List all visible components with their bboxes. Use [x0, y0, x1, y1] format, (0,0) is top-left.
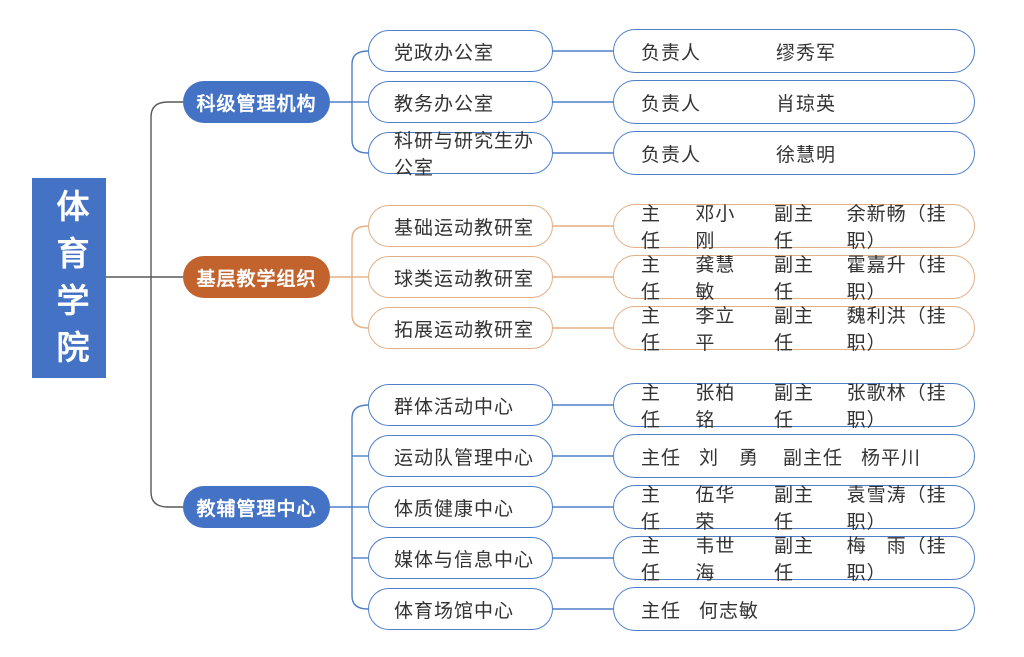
leaf-media-info-staff: 主任 韦世海 副主任 梅 雨（挂职）	[613, 536, 975, 584]
person-name: 张柏铭	[695, 383, 736, 431]
person-name: 龚慧敏	[695, 255, 736, 303]
leaf-academic-affairs-head: 负责人 肖琼英	[613, 80, 975, 124]
person-name: 伍华荣	[695, 485, 736, 533]
child-outdoor-sports-teaching: 拓展运动教研室	[368, 307, 553, 349]
child-sports-team-center: 运动队管理中心	[368, 435, 553, 477]
child-sports-venue-center: 体育场馆中心	[368, 588, 553, 630]
role-label: 副主任	[774, 255, 815, 303]
person-name: 韦世海	[695, 536, 736, 584]
role-label: 主任	[641, 485, 662, 533]
role-label: 主任	[641, 447, 682, 469]
leaf-basic-sports-staff: 主任 邓小刚 副主任 余新畅（挂职）	[613, 204, 975, 252]
role-label: 主任	[641, 600, 682, 622]
child-group-activity-center: 群体活动中心	[368, 384, 553, 426]
role-label: 副主任	[774, 485, 815, 533]
person-name: 缪秀军	[776, 42, 837, 64]
role-label: 主任	[641, 536, 662, 584]
person-name: 肖琼英	[776, 93, 837, 115]
role-label: 负责人	[641, 144, 702, 166]
role-label: 负责人	[641, 93, 702, 115]
child-physical-health-center: 体质健康中心	[368, 486, 553, 528]
role-label: 主任	[641, 204, 662, 252]
leaf-sports-venue-staff: 主任 何志敏	[613, 587, 975, 631]
branch-support-centers: 教辅管理中心	[183, 486, 330, 528]
person-name: 魏利洪（挂职）	[846, 306, 947, 354]
leaf-physical-health-staff: 主任 伍华荣 副主任 袁雪涛（挂职）	[613, 485, 975, 533]
person-name: 杨平川	[861, 447, 922, 469]
role-label: 主任	[641, 255, 662, 303]
leaf-sports-team-staff: 主任 刘 勇 副主任 杨平川	[613, 434, 975, 478]
person-name: 李立平	[695, 306, 736, 354]
role-label: 副主任	[774, 383, 815, 431]
role-label: 副主任	[783, 447, 844, 469]
role-label: 负责人	[641, 42, 702, 64]
person-name: 梅 雨（挂职）	[846, 536, 947, 584]
person-name: 袁雪涛（挂职）	[846, 485, 947, 533]
person-name: 张歌林（挂职）	[846, 383, 947, 431]
branch-teaching-organizations: 基层教学组织	[183, 256, 330, 298]
child-party-admin-office: 党政办公室	[368, 30, 553, 72]
child-ball-sports-teaching: 球类运动教研室	[368, 256, 553, 298]
leaf-outdoor-sports-staff: 主任 李立平 副主任 魏利洪（挂职）	[613, 306, 975, 354]
role-label: 副主任	[774, 306, 815, 354]
branch-management-offices: 科级管理机构	[183, 81, 330, 123]
role-label: 主任	[641, 383, 662, 431]
child-research-graduate-office: 科研与研究生办公室	[368, 131, 553, 179]
person-name: 刘 勇	[699, 447, 760, 469]
leaf-research-graduate-head: 负责人 徐慧明	[613, 131, 975, 175]
role-label: 副主任	[774, 536, 815, 584]
child-academic-affairs-office: 教务办公室	[368, 81, 553, 123]
leaf-ball-sports-staff: 主任 龚慧敏 副主任 霍嘉升（挂职）	[613, 255, 975, 303]
child-basic-sports-teaching: 基础运动教研室	[368, 205, 553, 247]
person-name: 余新畅（挂职）	[846, 204, 947, 252]
child-media-info-center: 媒体与信息中心	[368, 537, 553, 579]
person-name: 何志敏	[699, 600, 760, 622]
leaf-group-activity-staff: 主任 张柏铭 副主任 张歌林（挂职）	[613, 383, 975, 431]
role-label: 副主任	[774, 204, 815, 252]
person-name: 徐慧明	[776, 144, 837, 166]
person-name: 邓小刚	[695, 204, 736, 252]
leaf-party-admin-head: 负责人 缪秀军	[613, 29, 975, 73]
person-name: 霍嘉升（挂职）	[846, 255, 947, 303]
root-node-college: 体育学院	[32, 178, 106, 378]
role-label: 主任	[641, 306, 662, 354]
